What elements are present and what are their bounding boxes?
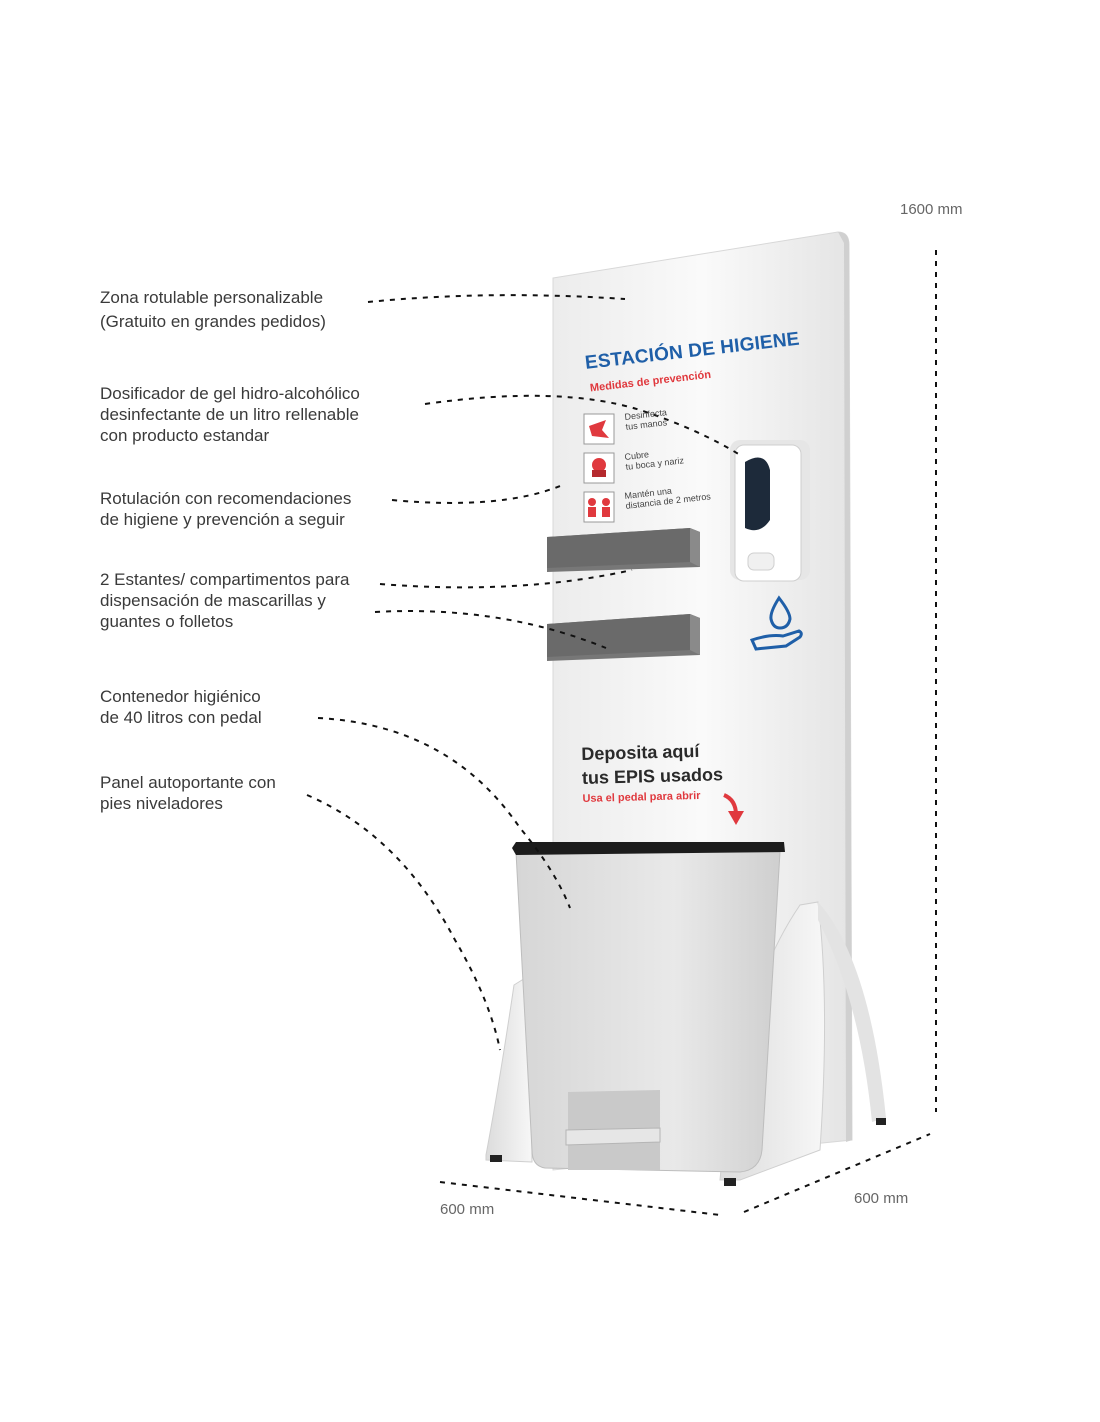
dimension-width: 600 mm (440, 1201, 495, 1218)
annotation-contenedor-line2: de 40 litros con pedal (100, 708, 262, 727)
annotation-estantes: 2 Estantes/ compartimentos para dispensa… (100, 569, 349, 632)
shelf-top (547, 528, 700, 572)
annotation-contenedor-line1: Contenedor higiénico (100, 687, 261, 706)
annotation-dosificador-line2: desinfectante de un litro rellenable (100, 405, 359, 424)
deposit-line1: Deposita aquí (581, 740, 700, 764)
annotation-zona-line1: Zona rotulable personalizable (100, 288, 324, 307)
pedal-bin (512, 842, 785, 1173)
red-arrow-icon (723, 793, 744, 825)
annotation-estantes-line3: guantes o folletos (100, 612, 234, 631)
leader-lines (306, 250, 937, 1216)
deposit-sign: Deposita aquí tus EPIS usados Usa el ped… (581, 738, 724, 805)
annotation-estantes-line1: 2 Estantes/ compartimentos para (100, 570, 350, 589)
gel-drop-hand-icon (749, 595, 803, 651)
annotation-estantes-line2: dispensación de mascarillas y (100, 591, 326, 610)
annotation-panel: Panel autoportante con pies niveladores (100, 772, 276, 814)
annotation-rotulacion: Rotulación con recomendaciones de higien… (100, 488, 351, 530)
dimension-height: 1600 mm (900, 201, 963, 218)
annotation-dosificador: Dosificador de gel hidro-alcohólico desi… (100, 383, 360, 446)
sign-icons (583, 413, 615, 523)
annotation-zona-line2: (Gratuito en grandes pedidos) (100, 312, 326, 331)
annotation-rotulacion-line1: Rotulación con recomendaciones (100, 489, 352, 508)
annotation-rotulacion-line2: de higiene y prevención a seguir (100, 510, 345, 529)
annotation-panel-line2: pies niveladores (100, 794, 223, 813)
dimension-depth: 600 mm (854, 1190, 909, 1207)
shelf-bottom (547, 614, 700, 661)
gel-dispenser (730, 440, 810, 582)
annotation-dosificador-line3: con producto estandar (100, 426, 270, 445)
deposit-line2: tus EPIS usados (581, 764, 724, 788)
annotation-contenedor: Contenedor higiénico de 40 litros con pe… (100, 686, 262, 728)
annotation-panel-line1: Panel autoportante con (100, 773, 276, 792)
annotation-zona: Zona rotulable personalizable (Gratuito … (100, 287, 326, 332)
annotation-dosificador-line1: Dosificador de gel hidro-alcohólico (100, 384, 360, 403)
